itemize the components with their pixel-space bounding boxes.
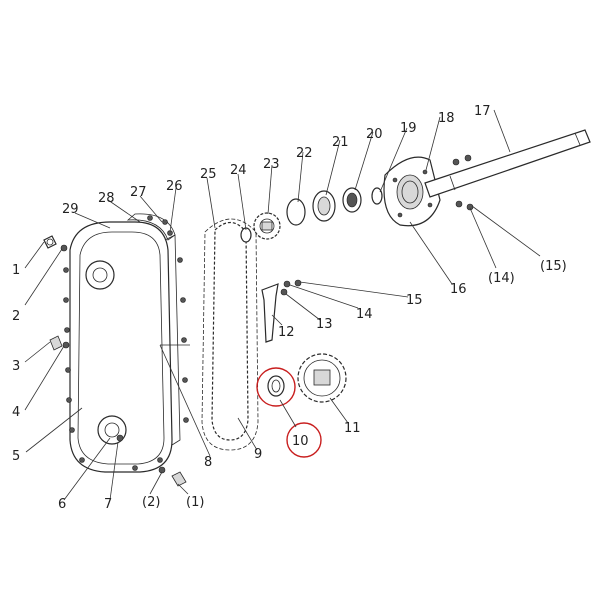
callout-16: 16 — [450, 282, 467, 297]
callout-1: 1 — [12, 263, 20, 278]
callout-22: 22 — [296, 146, 313, 161]
left-fasteners — [43, 235, 124, 442]
callout-21: 21 — [332, 135, 349, 150]
housing-bolts — [63, 215, 189, 471]
callout-20: 20 — [366, 127, 383, 142]
callout-15: 15 — [406, 293, 423, 308]
callout-paren-14: (14) — [488, 271, 515, 286]
lower-sprocket — [297, 353, 347, 403]
callout-14: 14 — [356, 307, 373, 322]
callout-13: 13 — [316, 317, 333, 332]
callout-3: 3 — [12, 359, 20, 374]
callout-11: 11 — [344, 421, 361, 436]
tensioner-bolt — [280, 288, 288, 296]
callout-17: 17 — [474, 104, 491, 119]
callout-12: 12 — [278, 325, 295, 340]
callout-9: 9 — [254, 447, 262, 462]
callout-7: 7 — [104, 497, 112, 512]
callout-27: 27 — [130, 185, 147, 200]
circlip — [286, 198, 306, 226]
callout-paren-2: (2) — [142, 495, 160, 510]
callout-24: 24 — [230, 163, 247, 178]
callout-18: 18 — [438, 111, 455, 126]
upper-sprocket — [253, 212, 281, 240]
callout-2: 2 — [12, 309, 20, 324]
callout-28: 28 — [98, 191, 115, 206]
chain-case-housing — [69, 213, 181, 473]
highlight-circle-label — [286, 422, 322, 458]
callout-labels: 1 2 3 4 5 6 7 8 9 10 11 12 13 14 15 16 1… — [12, 104, 567, 512]
oil-seal — [342, 187, 362, 213]
chain-spacer — [240, 227, 252, 243]
callout-paren-1: (1) — [186, 495, 204, 510]
callout-25: 25 — [200, 167, 217, 182]
callout-29: 29 — [62, 202, 79, 217]
callout-26: 26 — [166, 179, 183, 194]
callout-5: 5 — [12, 449, 20, 464]
callout-4: 4 — [12, 405, 20, 420]
bearing-flange — [383, 156, 441, 227]
callout-8: 8 — [204, 455, 212, 470]
snap-ring — [267, 375, 285, 397]
highlight-circle-part — [256, 367, 296, 407]
callout-10: 10 — [292, 434, 309, 449]
roller-chain — [201, 218, 259, 451]
leader-lines — [24, 109, 541, 501]
drive-shaft — [424, 129, 591, 198]
callout-paren-15: (15) — [540, 259, 567, 274]
tensioner-arm — [261, 283, 279, 343]
callout-23: 23 — [263, 157, 280, 172]
bottom-fasteners — [158, 466, 187, 487]
washer — [371, 187, 383, 205]
callout-19: 19 — [400, 121, 417, 136]
bearing — [312, 190, 336, 222]
callout-6: 6 — [58, 497, 66, 512]
flange-bolts — [283, 154, 474, 288]
